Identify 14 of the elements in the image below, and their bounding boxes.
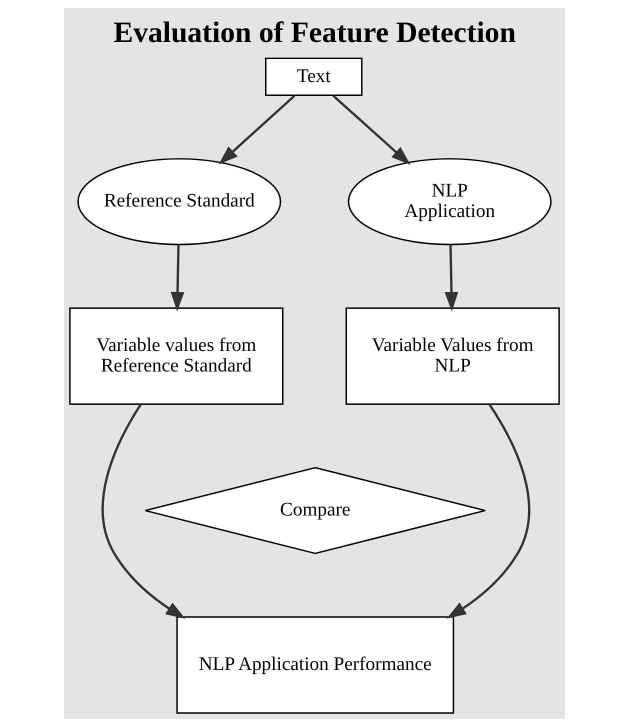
- node-box: Variable values from Reference Standard: [69, 307, 284, 405]
- arrow: [332, 94, 411, 166]
- arrow: [446, 404, 530, 619]
- node-box: Text: [265, 58, 363, 96]
- arrow: [170, 244, 184, 312]
- arrow: [218, 94, 296, 165]
- node-diamond: Compare: [144, 466, 486, 554]
- node-box: NLP Application Performance: [176, 616, 454, 714]
- arrow: [102, 404, 186, 619]
- arrow: [444, 244, 458, 312]
- diagram-title: Evaluation of Feature Detection: [114, 17, 516, 50]
- node-box: Variable Values from NLP: [346, 307, 560, 405]
- node-ellipse: NLP Application: [348, 158, 552, 246]
- node-ellipse: Reference Standard: [77, 158, 282, 246]
